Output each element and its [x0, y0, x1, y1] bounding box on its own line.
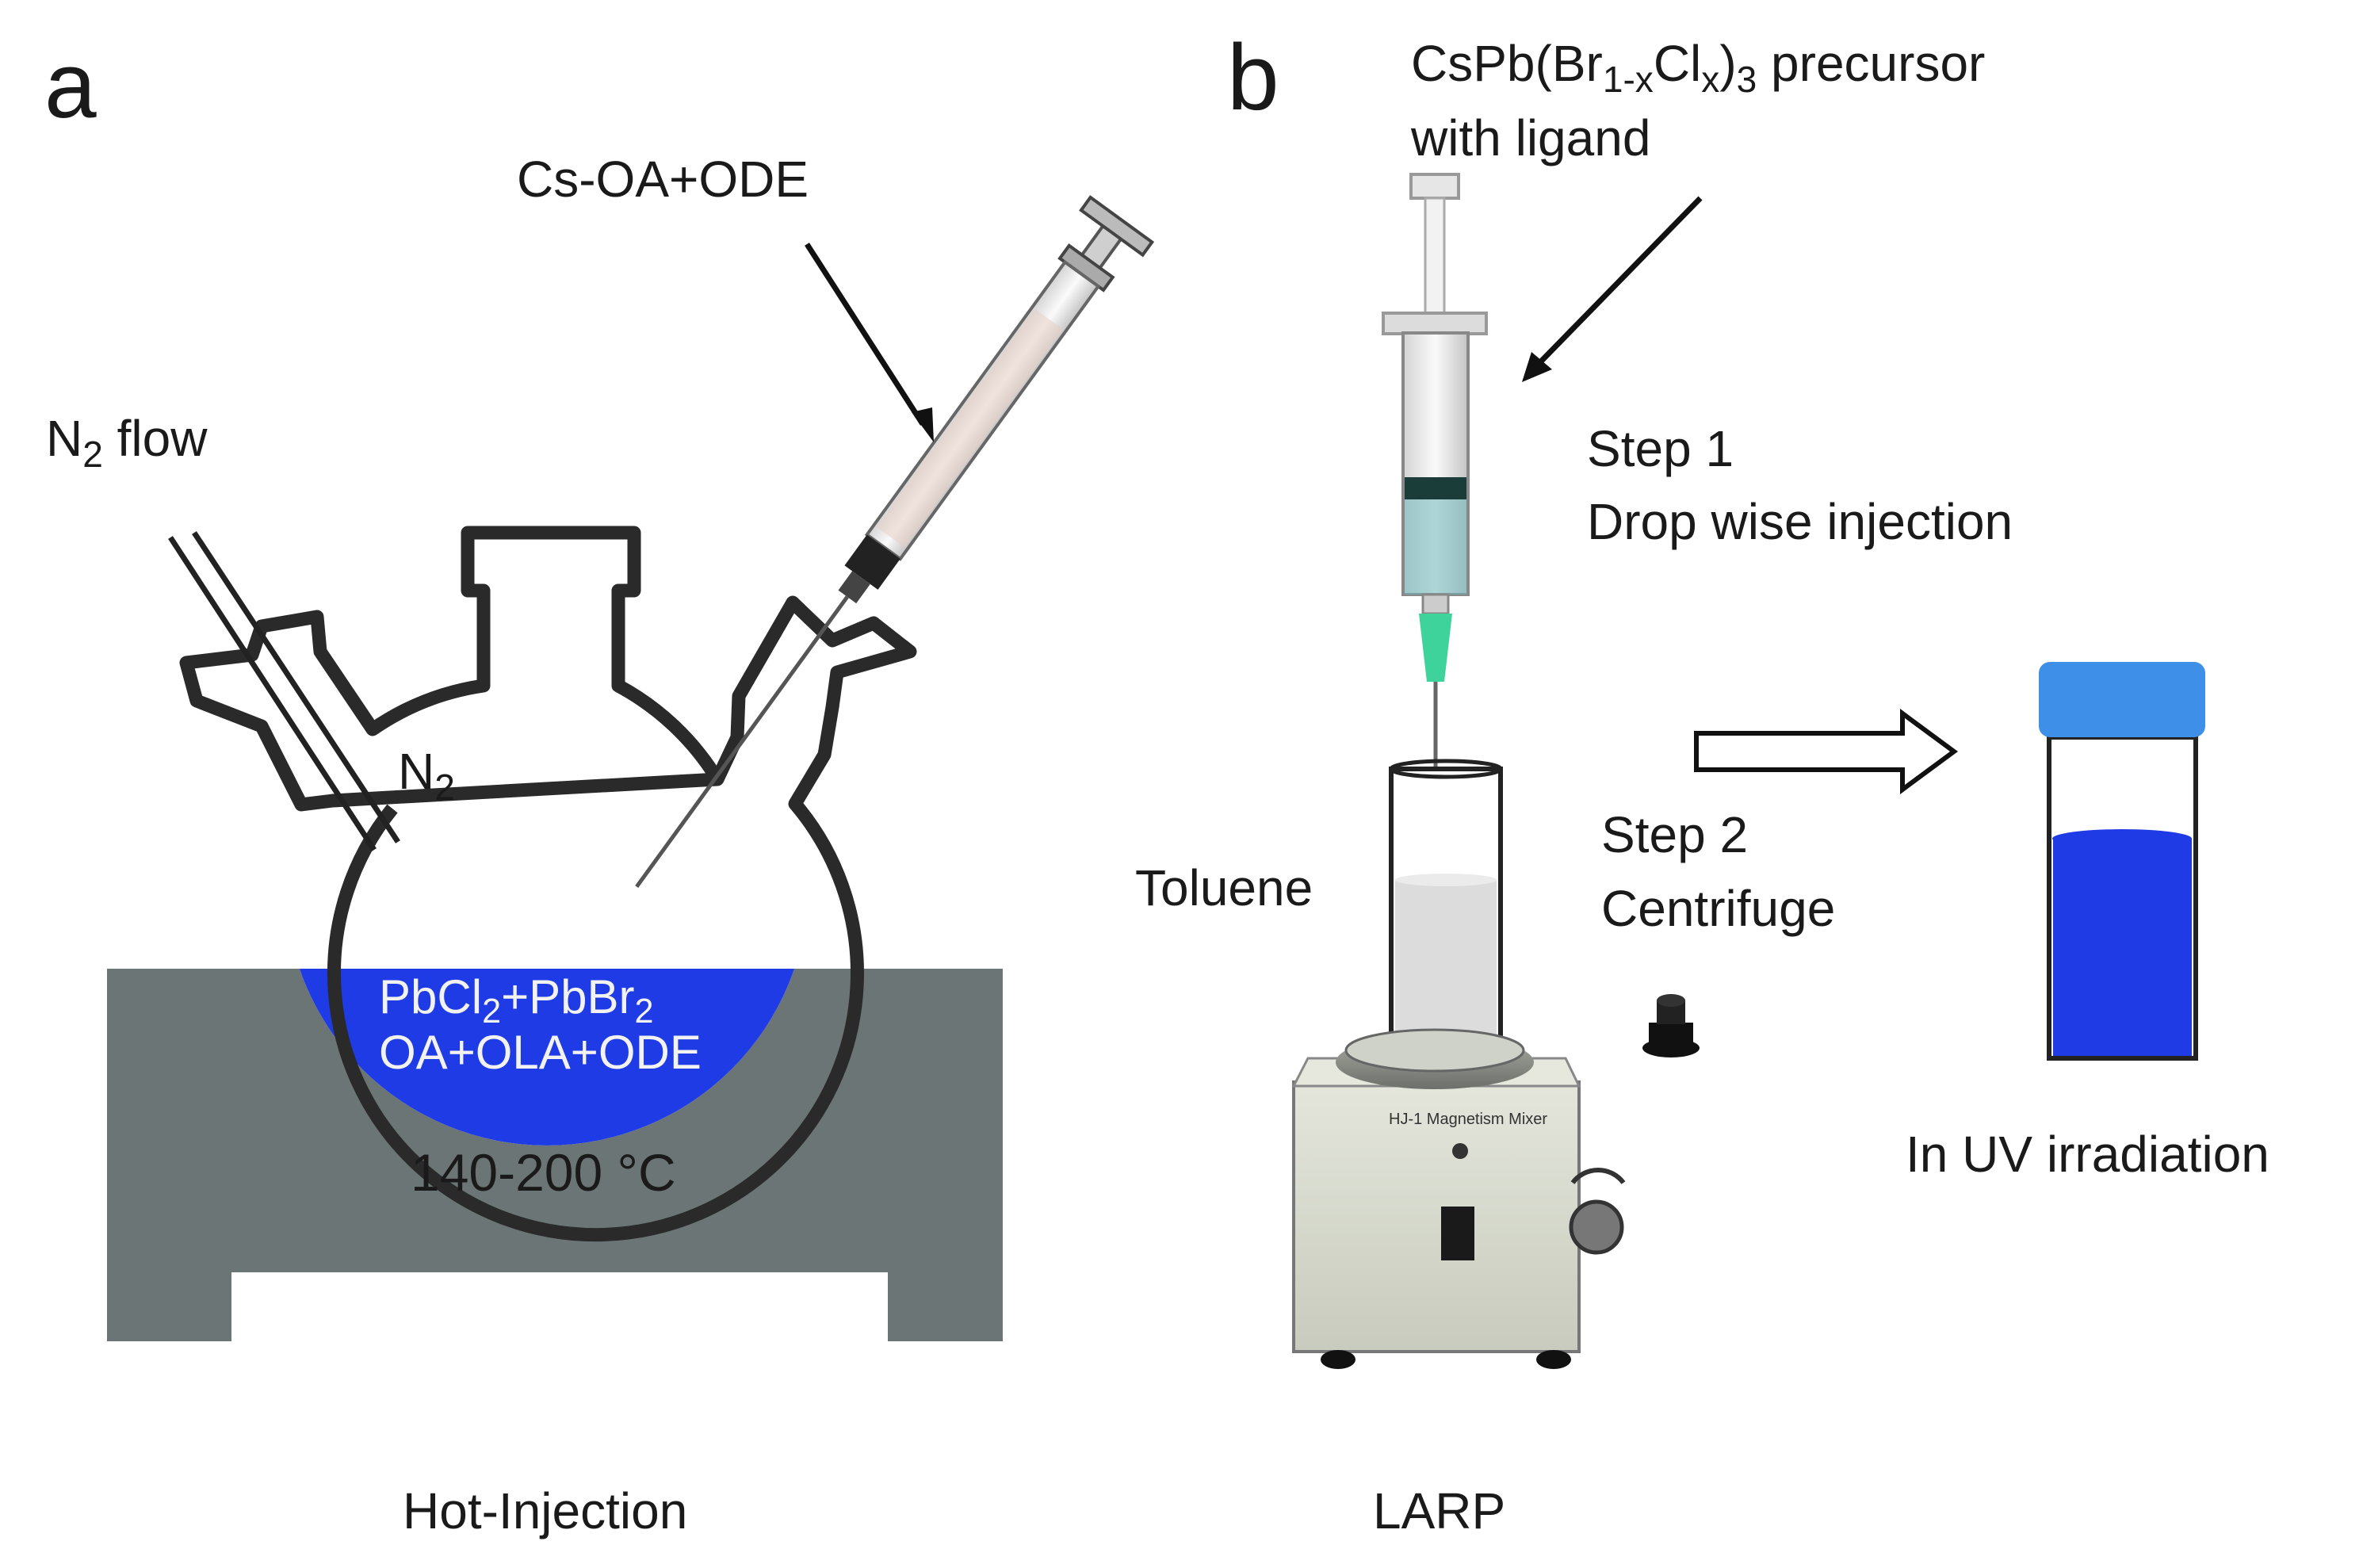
vial-cap [2039, 662, 2205, 737]
solution-line-2: OA+OLA+ODE [379, 1026, 702, 1079]
step2-title: Step 2 [1601, 806, 1748, 863]
step1-title: Step 1 [1587, 420, 1734, 477]
mixer-label: HJ-1 Magnetism Mixer [1389, 1111, 1547, 1128]
panel-b-caption: LARP [1373, 1482, 1505, 1539]
precursor-line-2: with ligand [1410, 109, 1650, 166]
magnetic-stirrer: HJ-1 Magnetism Mixer [1291, 994, 1700, 1369]
vial-solution [2053, 839, 2192, 1056]
n2-tube [168, 531, 400, 851]
solution-line-1: PbCl2+PbBr2 [379, 970, 654, 1031]
syringe-label: Cs-OA+ODE [517, 151, 809, 208]
precursor-arrow [1522, 196, 1703, 382]
step2-desc: Centrifuge [1601, 880, 1835, 937]
panel-a-letter: a [44, 33, 97, 138]
vial-solution-surface [2052, 829, 2192, 848]
panel-b-letter: b [1227, 25, 1279, 130]
heating-mantle [107, 969, 1003, 1341]
needle-hub [1419, 614, 1452, 682]
step1-desc: Drop wise injection [1587, 493, 2013, 550]
temperature-label: 140-200 °C [411, 1143, 676, 1202]
toluene-label: Toluene [1135, 859, 1313, 916]
precursor-line-1: CsPb(Br1-xClx)3 precursor [1411, 35, 1985, 100]
sample-vial [2039, 662, 2205, 1061]
syringe-label-arrow [805, 243, 934, 442]
uv-label: In UV irradiation [1906, 1126, 2269, 1183]
panel-a-caption: Hot-Injection [403, 1482, 687, 1539]
toluene-cylinder [1389, 759, 1503, 1041]
n2-tube-label: N2 [398, 743, 455, 808]
dropwise-syringe [1382, 173, 1488, 864]
centrifuge-arrow [1694, 709, 1959, 794]
n2-flow-label: N2 flow [46, 410, 208, 475]
hot-injection-syringe [635, 195, 1155, 889]
